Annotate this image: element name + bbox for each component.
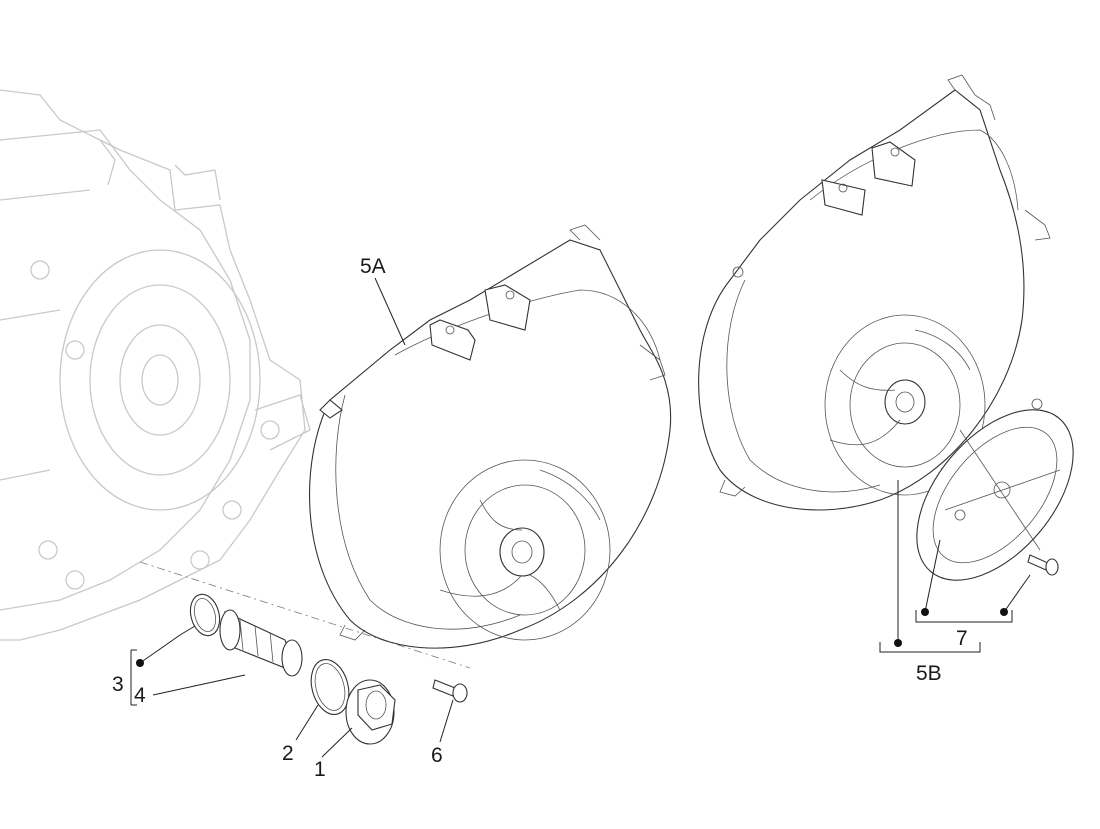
label-1: 1: [314, 758, 326, 781]
label-3: 3: [112, 673, 124, 696]
o-ring-3: [189, 593, 221, 637]
assembly-axis-line: [139, 561, 471, 669]
ref-dot-5B: [894, 639, 902, 647]
label-6: 6: [431, 744, 443, 767]
o-ring-2: [310, 659, 350, 715]
label-7: 7: [956, 627, 968, 650]
flywheel-cover-5A: [308, 224, 672, 649]
flywheel-cover-5B: [698, 74, 1051, 511]
label-5B: 5B: [916, 662, 942, 685]
drain-plug-1: [345, 679, 396, 745]
label-4: 4: [134, 684, 146, 707]
oil-filter-4: [219, 609, 303, 677]
screw-small: [1027, 554, 1059, 576]
label-5A: 5A: [360, 255, 386, 278]
engine-crankcase-ghost: [0, 89, 311, 641]
leader-lines: [130, 277, 1031, 758]
ref-dot-7a: [921, 608, 929, 616]
label-2: 2: [282, 742, 294, 765]
ref-dot-7b: [1000, 608, 1008, 616]
screw-6: [432, 679, 468, 703]
ref-dot-3: [136, 659, 144, 667]
intake-grille-7: [916, 398, 1074, 581]
